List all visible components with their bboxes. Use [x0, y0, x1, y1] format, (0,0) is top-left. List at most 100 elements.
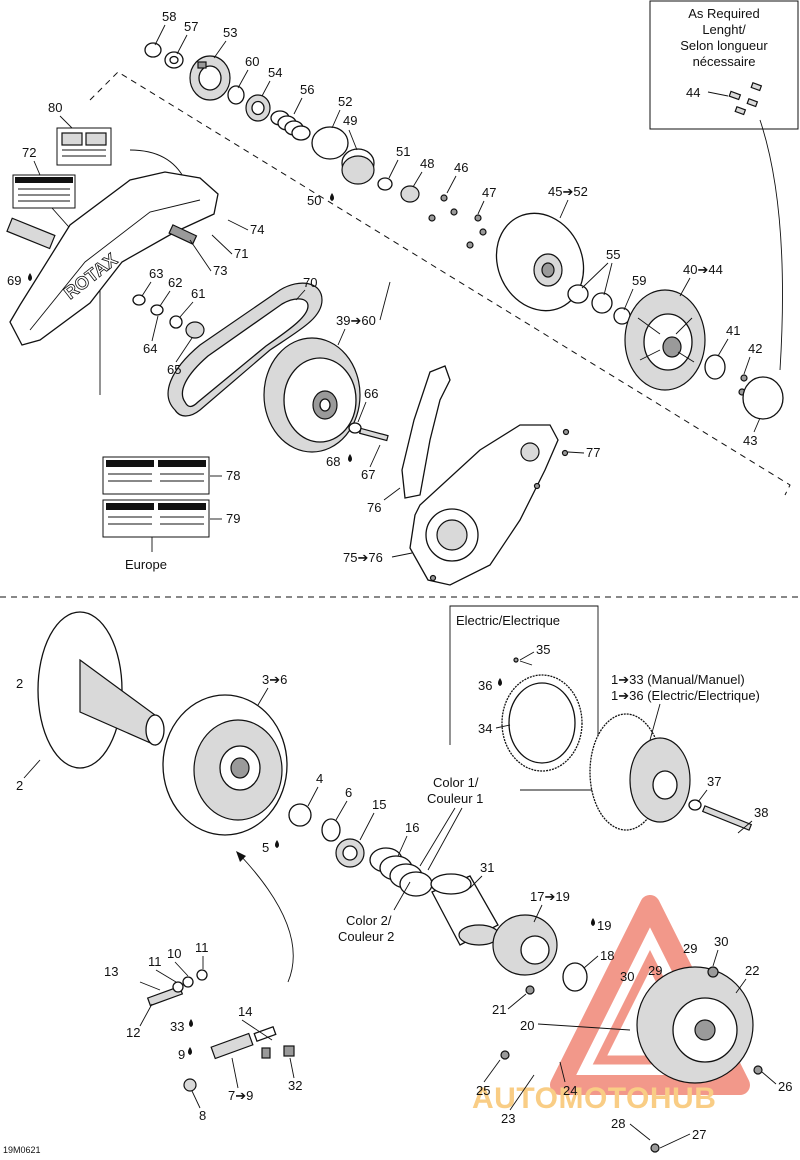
- leader-58: [154, 24, 166, 46]
- callout-9: 9: [178, 1047, 185, 1062]
- callout-30a: 30: [714, 934, 728, 949]
- leader-43: [753, 417, 761, 433]
- callout-79: 79: [226, 511, 240, 526]
- leader-46: [446, 175, 457, 194]
- leader-18: [583, 955, 599, 969]
- callout-74: 74: [250, 222, 264, 237]
- leader-80: [59, 115, 73, 129]
- color1-line2: Couleur 1: [427, 791, 483, 806]
- leader-7: [231, 1057, 239, 1089]
- leader-61: [179, 301, 194, 318]
- callout-73: 73: [213, 263, 227, 278]
- small-washers: [132, 294, 205, 339]
- cover-75: [409, 424, 570, 586]
- callout-11a: 11: [148, 954, 162, 969]
- leader-6: [335, 800, 348, 821]
- callout-23: 23: [501, 1111, 515, 1126]
- callout-36: 36: [478, 678, 492, 693]
- screw-icon: [728, 81, 763, 116]
- sleeve-49: [341, 148, 375, 185]
- leader-72: [33, 160, 41, 176]
- as-required-line1: As Required: [688, 6, 760, 21]
- leader-74: [227, 219, 249, 231]
- ring-51: [377, 177, 393, 191]
- callout-29b: 29: [648, 963, 662, 978]
- sliding-sheave-40: [624, 289, 706, 391]
- leader-color2: [393, 881, 411, 911]
- callout-55: 55: [606, 247, 620, 262]
- drive-pulley-39: [263, 337, 361, 453]
- leader-38: [737, 820, 753, 834]
- bearing-57: [164, 51, 184, 69]
- spring-56: [270, 110, 311, 141]
- electric-label: Electric/Electrique: [456, 613, 560, 628]
- callout-5: 5: [262, 840, 269, 855]
- leader-56: [293, 97, 303, 115]
- leader-11a: [155, 969, 177, 983]
- watermark-text: AUTOMOTOHUB: [472, 1082, 716, 1115]
- leader-45: [559, 199, 569, 219]
- callout-42: 42: [748, 341, 762, 356]
- figure-id: 19M0621: [3, 1145, 41, 1155]
- leader-70: [295, 289, 306, 301]
- leader-53: [213, 40, 227, 59]
- callout-35: 35: [536, 642, 550, 657]
- leader-30a: [712, 949, 719, 967]
- drop-icon: [591, 918, 595, 926]
- leader-48: [412, 171, 423, 188]
- callout-53: 53: [223, 25, 237, 40]
- color1-line1: Color 1/: [433, 775, 479, 790]
- leader-15: [359, 812, 375, 841]
- callout-4: 4: [316, 771, 323, 786]
- callout-15: 15: [372, 797, 386, 812]
- leader-60: [237, 69, 249, 89]
- callout-38: 38: [754, 805, 768, 820]
- drive-belt-70: [167, 282, 323, 417]
- leader-range: [649, 703, 661, 741]
- bushing-18: [562, 962, 588, 992]
- guard-assembly-outline: [89, 71, 791, 496]
- callout-67: 67: [361, 467, 375, 482]
- leader-24: [559, 1061, 566, 1083]
- leader-39: [337, 328, 346, 346]
- callout-33: 33: [170, 1019, 184, 1034]
- drop-icon: [330, 193, 334, 201]
- callout-22: 22: [745, 963, 759, 978]
- callout-17-19: 17➔19: [530, 889, 570, 904]
- leader-71: [211, 234, 233, 255]
- callout-8: 8: [199, 1108, 206, 1123]
- bolt-32: [283, 1045, 295, 1057]
- color2-line2: Couleur 2: [338, 929, 394, 944]
- leader-57: [176, 34, 188, 55]
- callout-13: 13: [104, 964, 118, 979]
- as-required-box: As Required Lenght/ Selon longueur néces…: [649, 0, 799, 371]
- drop-icon: [498, 678, 502, 686]
- callout-70: 70: [303, 275, 317, 290]
- callout-75-76: 75➔76: [343, 550, 383, 565]
- callout-32: 32: [288, 1078, 302, 1093]
- callout-72: 72: [22, 145, 36, 160]
- callout-2b: 2: [16, 778, 23, 793]
- pin-assembly: [139, 969, 277, 1092]
- leader-26: [761, 1071, 777, 1085]
- callout-49: 49: [343, 113, 357, 128]
- callout-50: 50: [307, 193, 321, 208]
- callout-28: 28: [611, 1116, 625, 1131]
- washers-55: [567, 284, 613, 314]
- leader-34: [495, 724, 511, 729]
- drop-icon: [189, 1019, 193, 1027]
- decal-78: [102, 456, 210, 495]
- callout-21: 21: [492, 1002, 506, 1017]
- range-electric: 1➔36 (Electric/Electrique): [611, 688, 760, 703]
- callout-16: 16: [405, 820, 419, 835]
- leader-40: [679, 277, 691, 297]
- leader-75: [391, 552, 413, 558]
- callout-12: 12: [126, 1025, 140, 1040]
- callout-46: 46: [454, 160, 468, 175]
- europe-label: Europe: [125, 557, 167, 572]
- leader-27: [659, 1133, 691, 1149]
- sleeve-31: [430, 873, 500, 946]
- callout-37: 37: [707, 774, 721, 789]
- callout-66: 66: [364, 386, 378, 401]
